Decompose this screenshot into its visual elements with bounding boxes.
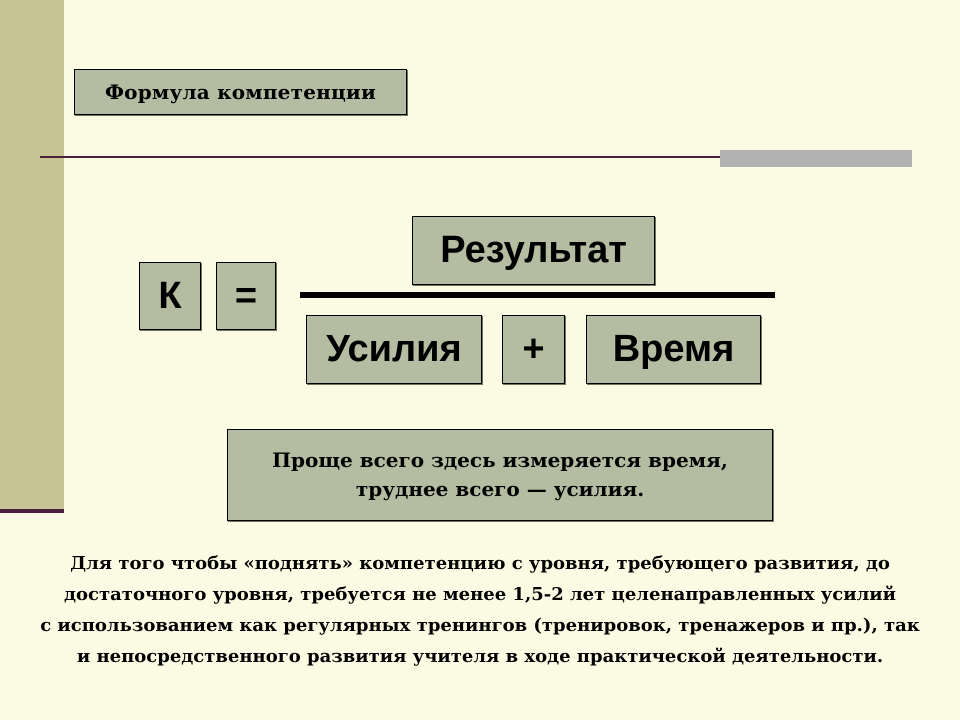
- title-divider-line: [40, 156, 912, 158]
- note-line-2: труднее всего — усилия.: [355, 477, 645, 501]
- paragraph-line-2: достаточного уровня, требуется не менее …: [64, 584, 896, 605]
- paragraph-line-4: и непосредственного развития учителя в х…: [76, 646, 884, 667]
- note-line-1: Проще всего здесь измеряется время,: [272, 448, 728, 472]
- explanation-paragraph: Для того чтобы «поднять» компетенцию с у…: [20, 548, 940, 672]
- formula-plus-sign: +: [502, 315, 565, 384]
- note-box: Проще всего здесь измеряется время, труд…: [227, 429, 773, 521]
- formula-variable-k: К: [139, 262, 201, 330]
- formula-equals-sign: =: [216, 262, 276, 330]
- paragraph-line-1: Для того чтобы «поднять» компетенцию с у…: [70, 553, 890, 574]
- formula-fraction-bar: [300, 292, 775, 298]
- side-decoration-bar: [0, 0, 64, 512]
- title-divider-accent: [720, 150, 912, 167]
- paragraph-line-3: с использованием как регулярных тренинго…: [40, 615, 920, 636]
- formula-numerator-result: Результат: [412, 216, 655, 285]
- formula-term-time: Время: [586, 315, 761, 384]
- formula-term-effort: Усилия: [306, 315, 482, 384]
- slide-title: Формула компетенции: [74, 69, 407, 115]
- side-decoration-accent: [0, 509, 64, 513]
